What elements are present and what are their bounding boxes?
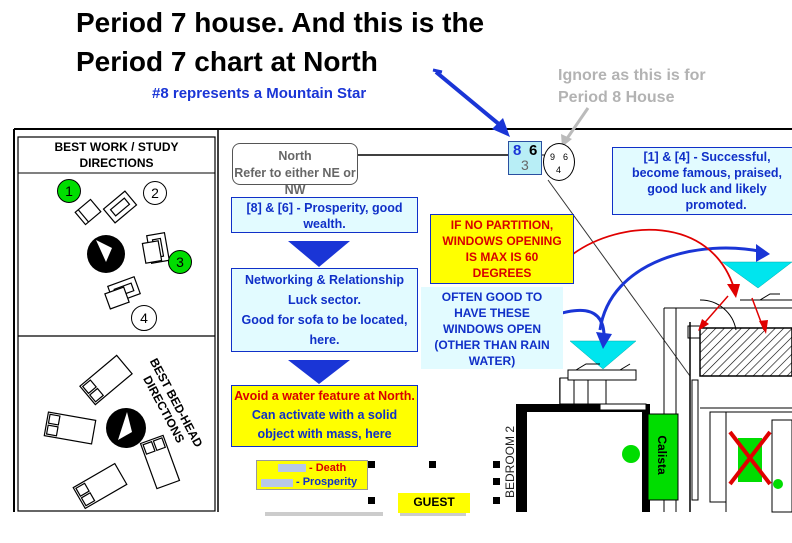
partition-line-3: IS MAX IS 60 — [465, 250, 539, 264]
work-desk-icons — [74, 190, 170, 310]
work-number-3: 3 — [168, 250, 192, 274]
bedroom-2-label: BEDROOM 2 — [503, 426, 517, 499]
windows-note-arrowhead-2 — [756, 244, 770, 262]
legend-death-swatch — [278, 464, 306, 472]
water-line-3: object with mass, here — [257, 427, 392, 441]
title-pointer-dash — [432, 68, 443, 74]
red-x-stroke-2 — [728, 430, 772, 486]
partition-line-4: DEGREES — [472, 266, 532, 280]
legend-prosperity-label: - Prosperity — [296, 476, 358, 488]
networking-line-3: Good for sofa to be located, — [241, 313, 408, 327]
success-line-4: promoted. — [685, 198, 747, 212]
success-line-1: [1] & [4] - Successful, — [643, 150, 771, 164]
left-panel-frame — [17, 136, 216, 512]
networking-line-2: Luck sector. — [288, 293, 361, 307]
subtitle: #8 represents a Mountain Star — [152, 85, 367, 102]
title-line-1: Period 7 house. And this is the — [76, 7, 485, 38]
windows-line-4: (OTHER THAN RAIN — [434, 338, 550, 352]
windows-note-arrowhead — [596, 332, 612, 349]
period8-chart: 9 6 4 — [543, 143, 575, 181]
green-marker-2 — [773, 479, 783, 489]
grey-strip-1 — [265, 512, 383, 516]
work-title-line-2: DIRECTIONS — [79, 156, 154, 170]
title-pointer-arrow — [434, 70, 508, 132]
windows-line-1: OFTEN GOOD TO — [441, 290, 543, 304]
diagonal-guide-line — [547, 179, 691, 377]
grey-strip-2 — [400, 512, 466, 516]
north-line-2: Refer to either NE or NW — [234, 166, 356, 197]
water-line-2: Can activate with a solid — [251, 408, 398, 422]
compass-icon-bed — [106, 408, 146, 448]
fixture-dots — [368, 461, 500, 504]
north-box: North Refer to either NE or NW — [232, 143, 358, 197]
partition-box: IF NO PARTITION, WINDOWS OPENING IS MAX … — [430, 214, 574, 284]
windows-line-3: WINDOWS OPEN — [443, 322, 541, 336]
p8-left-star: 9 — [550, 152, 556, 162]
networking-box: Networking & Relationship Luck sector. G… — [231, 268, 418, 352]
flow-arrow-1 — [288, 241, 350, 267]
prosperity-box: [8] & [6] - Prosperity, good wealth. — [231, 197, 418, 233]
calista-label: Calista — [655, 435, 669, 475]
cabinet-hatch — [699, 327, 792, 377]
windows-note-arrow-2 — [598, 246, 765, 331]
p8-right-star: 6 — [563, 152, 569, 162]
work-number-4: 4 — [131, 305, 157, 331]
guest-label: GUEST — [398, 493, 470, 513]
title-line-2: Period 7 chart at North — [76, 46, 378, 77]
red-partition-arrowhead-2 — [698, 319, 709, 331]
ignore-pointer-arrow — [564, 107, 590, 141]
windows-note: OFTEN GOOD TO HAVE THESE WINDOWS OPEN (O… — [421, 287, 563, 369]
red-partition-arrowhead-1 — [727, 284, 740, 298]
partition-line-2: WINDOWS OPENING — [442, 234, 562, 248]
red-partition-arrowhead-3 — [759, 320, 768, 334]
work-number-2: 2 — [143, 181, 167, 205]
floorplan-walls — [516, 293, 792, 513]
red-partition-arrow-1 — [572, 228, 735, 289]
success-line-2: become famous, praised, — [631, 166, 783, 180]
ignore-note-line-2: Period 8 House — [558, 89, 675, 106]
success-box: [1] & [4] - Successful, become famous, p… — [612, 147, 792, 215]
calista-box — [647, 413, 679, 501]
period7-chart: 8 6 3 — [508, 141, 542, 175]
partition-line-1: IF NO PARTITION, — [450, 218, 554, 232]
work-title-line-1: BEST WORK / STUDY — [54, 140, 179, 154]
legend-death-label: - Death — [309, 462, 347, 474]
green-marker-1 — [622, 445, 640, 463]
water-feature-box: Avoid a water feature at North. Can acti… — [231, 385, 418, 447]
ignore-note-line-1: Ignore as this is for — [558, 67, 706, 84]
networking-line-1: Networking & Relationship — [244, 273, 405, 287]
bed-icons — [43, 354, 181, 510]
north-line-1: North — [278, 149, 312, 163]
windows-line-5: WATER) — [468, 354, 516, 368]
window-glass — [567, 363, 647, 411]
p8-base-star: 4 — [556, 165, 562, 175]
legend-prosperity-swatch — [261, 479, 293, 487]
legend-box: - Death - Prosperity — [256, 460, 368, 490]
title-pointer-arrowhead — [492, 118, 510, 137]
p7-base-star: 3 — [521, 157, 529, 173]
p7-mountain-star: 8 — [513, 142, 522, 159]
compass-icon-work — [87, 235, 125, 273]
flow-arrow-2 — [288, 360, 350, 384]
water-line-1: Avoid a water feature at North. — [234, 389, 415, 403]
window-triangle-2 — [721, 261, 792, 289]
work-number-1: 1 — [57, 179, 81, 203]
p7-water-star: 6 — [529, 142, 538, 159]
networking-line-4: here. — [309, 333, 340, 347]
success-line-3: good luck and likely — [647, 182, 767, 196]
windows-line-2: HAVE THESE — [454, 306, 530, 320]
